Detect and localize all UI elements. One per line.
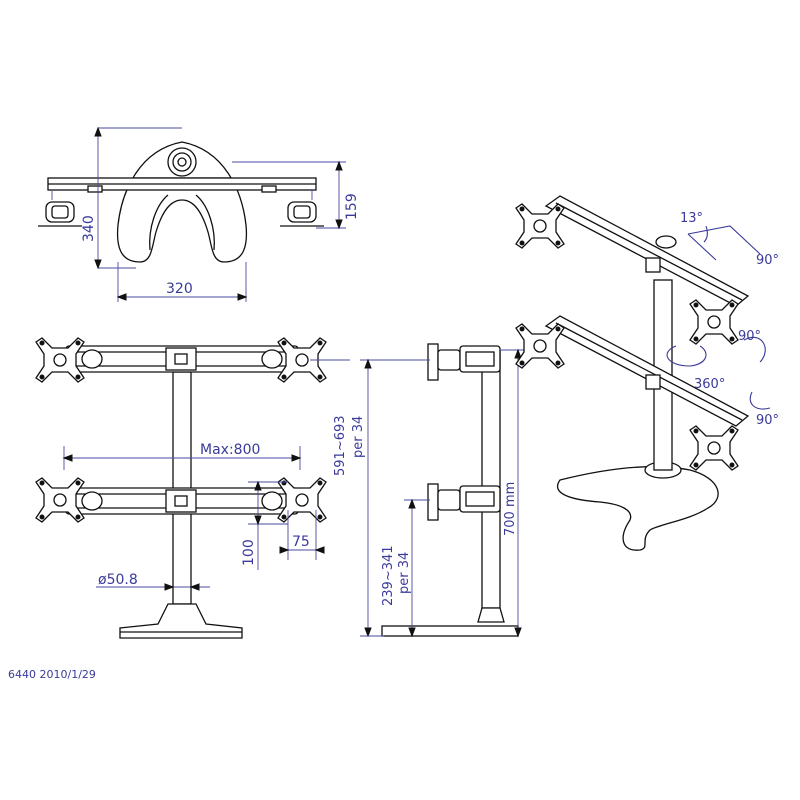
side-view xyxy=(381,343,519,637)
angle-rotate: 360° xyxy=(694,377,725,392)
side-view-dimensions: 239~341 per 34 700 mm xyxy=(360,348,524,638)
rotation-indicators: 13° 90° 90° 360° 90° xyxy=(666,211,779,428)
dim-pole-diameter: ø50.8 xyxy=(98,572,138,588)
isometric-view xyxy=(515,195,750,551)
dim-upper-range: 591~693 xyxy=(333,415,348,476)
pole-top xyxy=(167,147,197,177)
dim-base-width: 320 xyxy=(166,281,193,297)
dim-upper-step: per 34 xyxy=(351,416,366,458)
drawing-code: 6440 2010/1/29 xyxy=(8,668,96,681)
angle-tilt: 13° xyxy=(680,211,703,226)
dim-vesa-75: 75 xyxy=(292,534,310,550)
angle-swivel-low: 90° xyxy=(756,413,779,428)
dim-lower-range: 239~341 xyxy=(381,545,396,606)
dim-top-height: 159 xyxy=(344,193,360,220)
base-front xyxy=(119,603,243,639)
angle-swivel-top: 90° xyxy=(756,253,779,268)
dim-arm-max: Max:800 xyxy=(200,442,260,458)
angle-swivel-mid: 90° xyxy=(738,329,761,344)
iso-base xyxy=(557,466,719,551)
pole-side xyxy=(481,349,501,609)
dim-base-depth: 340 xyxy=(81,215,97,242)
dim-lower-step: per 34 xyxy=(397,552,412,594)
dim-pole-height: 700 mm xyxy=(503,482,518,536)
front-view-dimensions: Max:800 100 75 ø50.8 591~693 per 34 xyxy=(62,359,366,591)
top-view xyxy=(37,141,325,263)
base-outline xyxy=(116,141,248,263)
dim-vesa-100: 100 xyxy=(241,539,257,566)
base-side xyxy=(381,625,519,637)
front-view xyxy=(35,337,327,639)
top-view-dimensions: 340 159 320 xyxy=(81,126,360,302)
